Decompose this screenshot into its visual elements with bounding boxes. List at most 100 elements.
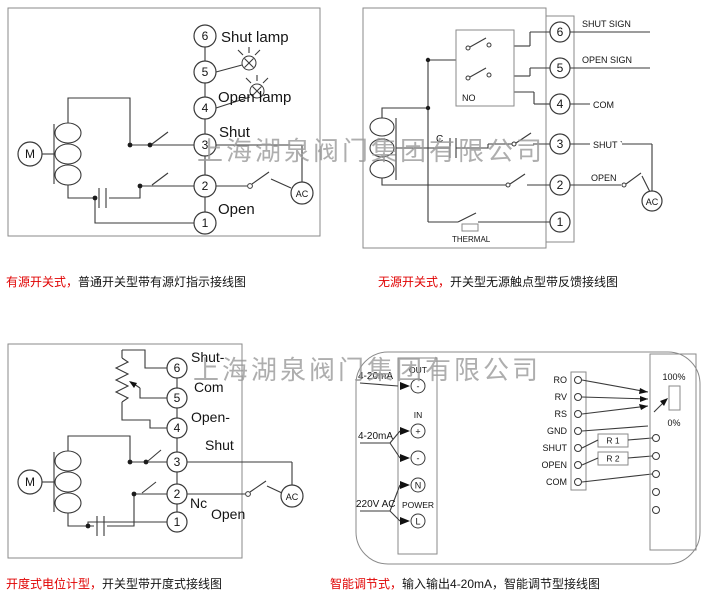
label-shut-sign: SHUT SIGN xyxy=(582,19,631,29)
wires xyxy=(381,31,653,223)
switch-contact-icon xyxy=(245,491,251,497)
arrow-icon xyxy=(639,388,648,394)
label-capacitor: C xyxy=(436,134,443,145)
pin-circle xyxy=(574,376,582,384)
label-open-sign: OPEN SIGN xyxy=(582,55,632,65)
label-shut: SHUT ` xyxy=(593,140,623,150)
pin-circle xyxy=(574,478,582,486)
switch-contact-icon xyxy=(505,182,511,188)
terminal-circle xyxy=(410,450,426,466)
switch-contact-icon xyxy=(465,75,471,81)
motor-winding-icon xyxy=(369,117,395,179)
pin-circle xyxy=(652,452,660,460)
row-label: RO xyxy=(554,375,568,385)
potentiometer-icon xyxy=(114,350,137,412)
caption-text: 开关型无源触点型带反馈接线图 xyxy=(450,275,619,289)
terminal-sign: L xyxy=(415,517,420,527)
arrow-icon xyxy=(400,454,410,462)
terminal-number: 6 xyxy=(557,25,564,39)
terminal-number: 1 xyxy=(174,515,181,529)
feedback-strip: 100% 0% xyxy=(649,353,697,551)
r1-label: R 1 xyxy=(606,436,620,446)
terminal-strip-outline xyxy=(545,15,575,243)
label-mains: 220V AC xyxy=(356,499,395,510)
terminal-circle xyxy=(410,378,426,394)
row-label: SHUT xyxy=(543,443,568,453)
arrow-icon xyxy=(640,396,648,402)
junction-dots xyxy=(85,459,251,529)
row-label: RS xyxy=(554,409,567,419)
terminal-circle xyxy=(549,174,571,196)
power-terminal-strip: OUT - IN + - N POWER L xyxy=(397,357,438,555)
label-open-minus: Open- xyxy=(191,409,230,425)
label-out: OUT xyxy=(409,365,427,375)
resistor-r2: R 2 xyxy=(597,451,629,466)
terminal-number: 3 xyxy=(557,137,564,151)
label-shut: Shut xyxy=(219,124,251,141)
terminal-circle xyxy=(549,21,571,43)
terminal-circle xyxy=(166,451,188,473)
terminal-circle xyxy=(549,57,571,79)
caption-title: 有源开关式， xyxy=(6,275,79,289)
pin-circle xyxy=(574,393,582,401)
terminal-number: 4 xyxy=(202,101,209,115)
terminal-strip: 6 5 4 3 2 1 xyxy=(166,357,188,533)
wiper-arrow-icon xyxy=(129,381,137,388)
pin-circle xyxy=(574,410,582,418)
terminal-circle xyxy=(166,417,188,439)
arrow-icon xyxy=(400,427,410,435)
r2-label: R 2 xyxy=(606,454,620,464)
row-label: COM xyxy=(546,477,567,487)
pin-circle xyxy=(652,470,660,478)
label-100pct: 100% xyxy=(662,372,685,382)
terminal-circle xyxy=(549,211,571,233)
label-power: POWER xyxy=(402,500,434,510)
terminal-number: 5 xyxy=(557,61,564,75)
ac-source-icon: AC xyxy=(641,190,663,212)
caption-title: 智能调节式， xyxy=(330,577,403,591)
diagram-border xyxy=(7,343,243,559)
diagram-potentiometer: M 6 5 4 3 2 xyxy=(7,343,304,559)
motor-icon: M xyxy=(17,122,82,186)
arrow-icon xyxy=(400,382,410,390)
terminal-number: 2 xyxy=(174,487,181,501)
ac-source-icon: AC xyxy=(280,484,304,508)
caption-text: 开关型带开度式接线图 xyxy=(102,577,223,591)
terminal-sign: - xyxy=(417,454,420,464)
ac-source-icon: AC xyxy=(290,181,314,205)
arrow-icon xyxy=(400,517,410,525)
wiper-arrow-icon xyxy=(660,398,668,406)
caption-title: 无源开关式， xyxy=(378,275,451,289)
switch-contact-icon xyxy=(486,72,492,78)
terminal-number: 5 xyxy=(202,65,209,79)
pin-circle xyxy=(652,488,660,496)
terminal-circle xyxy=(549,133,571,155)
terminal-sign: + xyxy=(415,427,420,437)
control-connector: RO RV RS GND SHUT OPEN COM xyxy=(541,371,587,491)
terminal-circle xyxy=(549,93,571,115)
label-shut-lamp: Shut lamp xyxy=(221,29,289,46)
label-no: NO xyxy=(462,93,476,103)
arrow-icon xyxy=(639,404,648,410)
resistor-r1: R 1 xyxy=(597,433,629,448)
switch-contact-icon xyxy=(511,141,517,147)
junction-dots xyxy=(92,142,253,201)
terminal-circle xyxy=(166,483,188,505)
label-com: COM xyxy=(593,100,614,110)
lamp-icon xyxy=(245,75,269,99)
switch-contact-icon xyxy=(486,42,492,48)
caption-potentiometer: 开度式电位计型，开关型带开度式接线图 xyxy=(6,575,222,592)
terminal-circle xyxy=(193,211,217,235)
terminal-circle xyxy=(410,513,426,529)
terminal-strip: 6 5 4 3 2 1 xyxy=(193,24,217,235)
pin-circle xyxy=(574,444,582,452)
ac-label: AC xyxy=(296,189,309,199)
terminal-number: 2 xyxy=(202,179,209,193)
lamp-icon xyxy=(237,47,261,71)
diagram-active-switch: M 6 xyxy=(7,7,321,237)
ac-label: AC xyxy=(646,197,659,207)
diagram-passive-switch: NO THERMAL C 6 5 4 3 2 1 SHUT S xyxy=(362,7,663,249)
diagram-border xyxy=(7,7,321,237)
label-0pct: 0% xyxy=(667,418,680,428)
motor-icon: M xyxy=(17,450,82,514)
